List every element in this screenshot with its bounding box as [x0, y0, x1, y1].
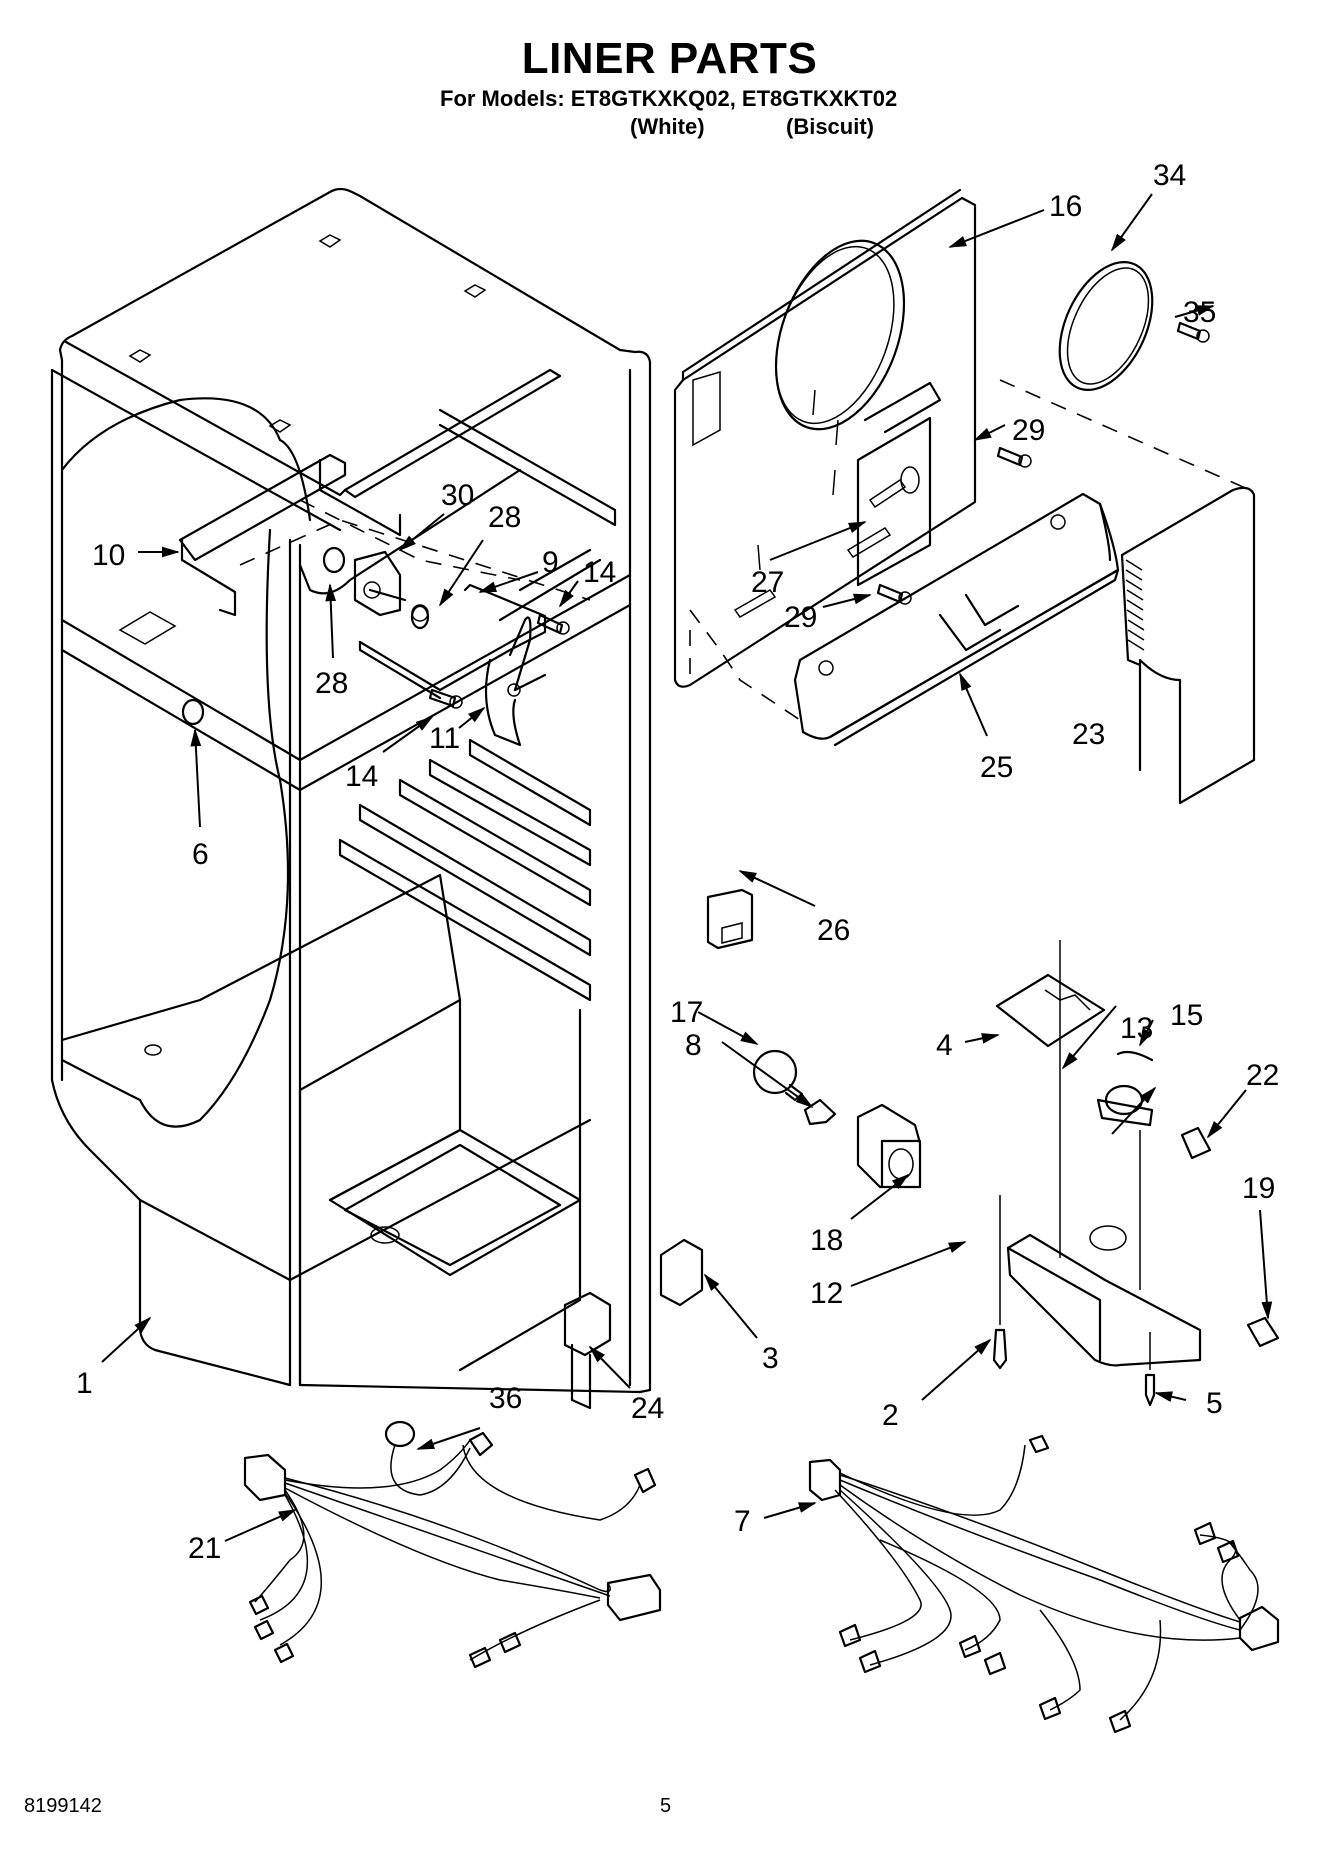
- part-tube-15: [1116, 1050, 1154, 1062]
- part-fan-motor: [353, 550, 429, 622]
- callout-28-lower[interactable]: 28: [315, 667, 348, 700]
- part-ring-34: [1058, 260, 1154, 392]
- callout-30[interactable]: 30: [441, 479, 474, 512]
- part-connector-24: [563, 1291, 612, 1410]
- callout-8[interactable]: 8: [685, 1029, 702, 1062]
- callout-26[interactable]: 26: [817, 914, 850, 947]
- callout-24[interactable]: 24: [631, 1392, 664, 1425]
- callout-35[interactable]: 35: [1183, 296, 1216, 329]
- callout-11[interactable]: 11: [429, 722, 460, 755]
- variant-white: (White): [630, 114, 705, 139]
- part-vent-cover-23: [1120, 486, 1256, 805]
- callout-16[interactable]: 16: [1049, 190, 1082, 223]
- callout-22[interactable]: 22: [1246, 1059, 1279, 1092]
- callout-3[interactable]: 3: [762, 1342, 779, 1375]
- callout-25[interactable]: 25: [980, 751, 1013, 784]
- part-harness-7: [808, 1434, 1280, 1734]
- part-light-shield-18: [856, 1103, 922, 1189]
- callout-28-upper[interactable]: 28: [488, 501, 521, 534]
- part-shelf-support-bracket: [178, 453, 402, 617]
- callout-5[interactable]: 5: [1206, 1387, 1223, 1420]
- page-title: LINER PARTS: [521, 34, 818, 83]
- callout-17[interactable]: 17: [670, 996, 703, 1029]
- callout-29-upper[interactable]: 29: [1012, 414, 1045, 447]
- callout-34[interactable]: 34: [1153, 159, 1186, 192]
- callout-15[interactable]: 15: [1170, 999, 1203, 1032]
- page-number: 5: [660, 1795, 672, 1817]
- callout-14-upper[interactable]: 14: [583, 556, 616, 589]
- callout-19[interactable]: 19: [1242, 1172, 1275, 1205]
- part-harness-21: [243, 1420, 662, 1669]
- callout-9[interactable]: 9: [542, 546, 559, 579]
- callout-14-lower[interactable]: 14: [345, 760, 378, 793]
- part-clip-2: [992, 1195, 1008, 1370]
- part-screws-29-35: [876, 321, 1210, 605]
- callout-18[interactable]: 18: [810, 1224, 843, 1257]
- callout-labels: 1 2 3 4 5 6 7 8 9 10 11 12 13 14 14 15 1…: [76, 159, 1279, 1565]
- leader-lines: [101, 193, 1273, 1542]
- part-screw-5: [1144, 1332, 1156, 1407]
- callout-7[interactable]: 7: [734, 1505, 751, 1538]
- part-grommet-28: [322, 546, 430, 630]
- part-screw-14: [428, 613, 570, 709]
- part-connector-3: [659, 1238, 704, 1307]
- part-fan-blade: [484, 616, 547, 747]
- callout-23[interactable]: 23: [1072, 718, 1105, 751]
- callout-36[interactable]: 36: [489, 1382, 522, 1415]
- callout-6[interactable]: 6: [192, 838, 209, 871]
- part-control-board-4: [995, 973, 1106, 1048]
- callout-2[interactable]: 2: [882, 1399, 899, 1432]
- part-light-socket-8: [803, 1098, 837, 1126]
- document-number: 8199142: [24, 1795, 102, 1817]
- callout-4[interactable]: 4: [936, 1029, 953, 1062]
- part-connector-19: [1246, 1316, 1280, 1348]
- callout-13[interactable]: 13: [1120, 1012, 1153, 1045]
- part-evaporator-cover: [673, 188, 977, 688]
- part-shroud-25: [793, 492, 1120, 747]
- callout-21[interactable]: 21: [188, 1532, 221, 1565]
- callout-29-lower[interactable]: 29: [784, 601, 817, 634]
- part-light-bulb-17: [752, 1049, 804, 1102]
- part-knob-22: [1180, 1126, 1212, 1160]
- cabinet-liner: [50, 187, 652, 1394]
- variant-biscuit: (Biscuit): [786, 114, 874, 139]
- part-plug-6: [181, 698, 205, 726]
- callout-10[interactable]: 10: [92, 539, 125, 572]
- callout-12[interactable]: 12: [810, 1277, 843, 1310]
- part-fan-bracket: [358, 583, 547, 700]
- part-bracket-27: [856, 416, 932, 587]
- models-line: For Models: ET8GTKXKQ02, ET8GTKXKT02: [440, 86, 898, 111]
- callout-27[interactable]: 27: [751, 566, 784, 599]
- part-control-housing-12: [1006, 940, 1202, 1367]
- part-switch-26: [706, 888, 754, 950]
- assembly-guide-lines: [239, 379, 1251, 721]
- callout-1[interactable]: 1: [76, 1367, 93, 1400]
